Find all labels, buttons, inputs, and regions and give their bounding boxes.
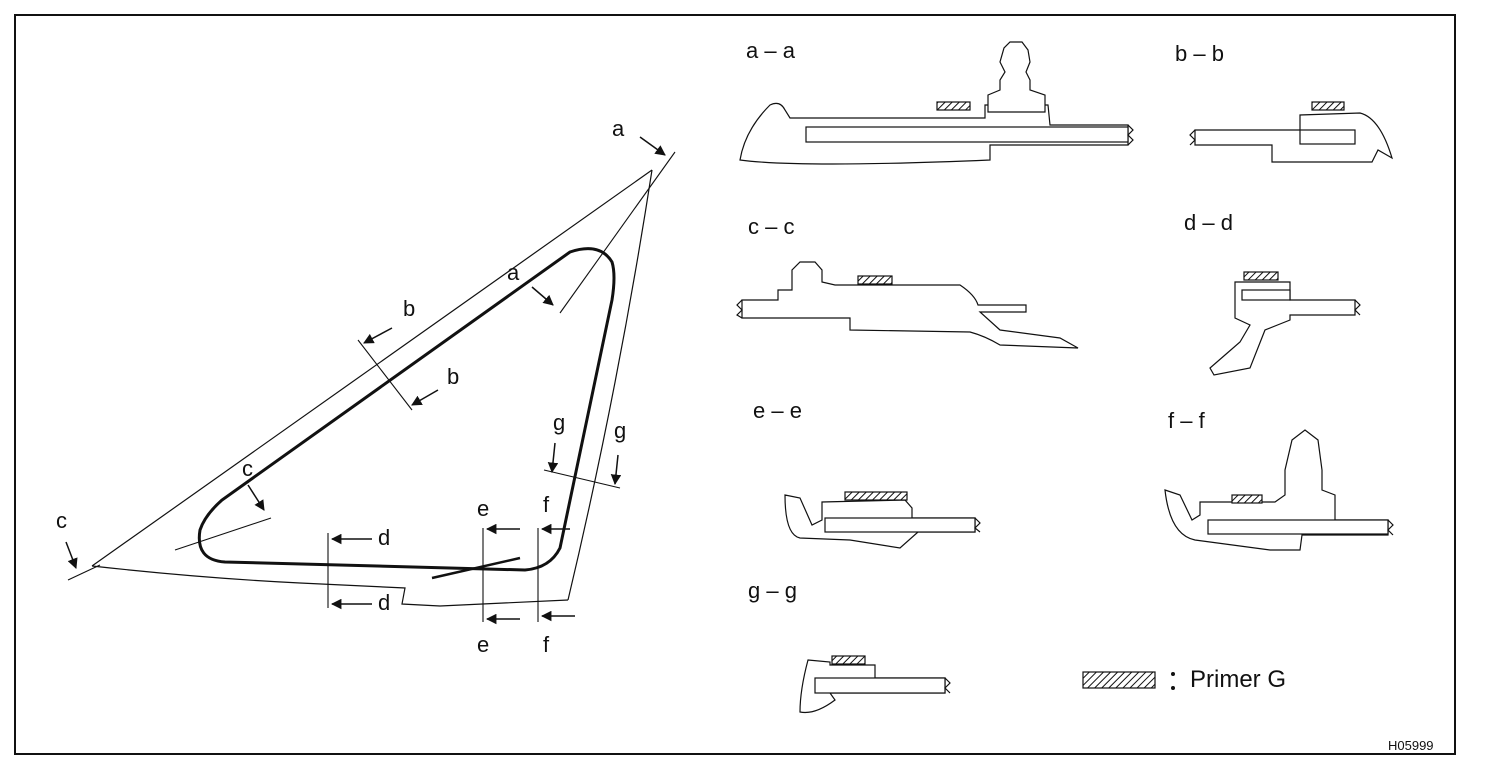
legend-label-primer-g: Primer G bbox=[1190, 666, 1286, 693]
section-dd-drawing bbox=[1209, 271, 1361, 376]
label-c-outer: c bbox=[56, 508, 67, 533]
section-cut-lines bbox=[67, 151, 676, 622]
legend-colon-dot-top bbox=[1171, 672, 1175, 676]
section-title-gg: g – g bbox=[748, 578, 797, 603]
label-f-bottom: f bbox=[543, 632, 550, 657]
section-title-ff: f – f bbox=[1168, 408, 1205, 433]
figure-border bbox=[14, 14, 1456, 755]
section-ee-drawing bbox=[784, 491, 981, 549]
section-cc-drawing bbox=[736, 261, 1079, 349]
label-a-inner: a bbox=[507, 260, 520, 285]
quarter-window-outline bbox=[91, 169, 653, 607]
label-d-bottom: d bbox=[378, 590, 391, 615]
label-e-top: e bbox=[477, 496, 490, 521]
section-title-dd: d – d bbox=[1184, 210, 1233, 235]
label-g-inner: g bbox=[553, 410, 566, 435]
label-e-bottom: e bbox=[477, 632, 490, 657]
section-arrows bbox=[65, 136, 666, 625]
section-ff-drawing bbox=[1164, 429, 1394, 551]
label-d-top: d bbox=[378, 525, 391, 550]
section-aa-drawing bbox=[739, 41, 1134, 165]
section-title-ee: e – e bbox=[753, 398, 802, 423]
legend-colon-dot-bottom bbox=[1171, 686, 1175, 690]
label-a-top: a bbox=[612, 116, 625, 141]
primer-g-swatch bbox=[1082, 671, 1156, 689]
label-g-outer: g bbox=[614, 418, 627, 443]
section-title-aa: a – a bbox=[746, 38, 795, 63]
label-f-top: f bbox=[543, 492, 550, 517]
label-b-inner: b bbox=[447, 364, 460, 389]
section-title-cc: c – c bbox=[748, 214, 795, 239]
label-c-inner: c bbox=[242, 456, 253, 481]
label-b-outer: b bbox=[403, 296, 416, 321]
figure-code: H05999 bbox=[1388, 738, 1434, 753]
section-title-bb: b – b bbox=[1175, 41, 1224, 66]
section-gg-drawing bbox=[799, 655, 951, 714]
section-bb-drawing bbox=[1189, 101, 1394, 163]
